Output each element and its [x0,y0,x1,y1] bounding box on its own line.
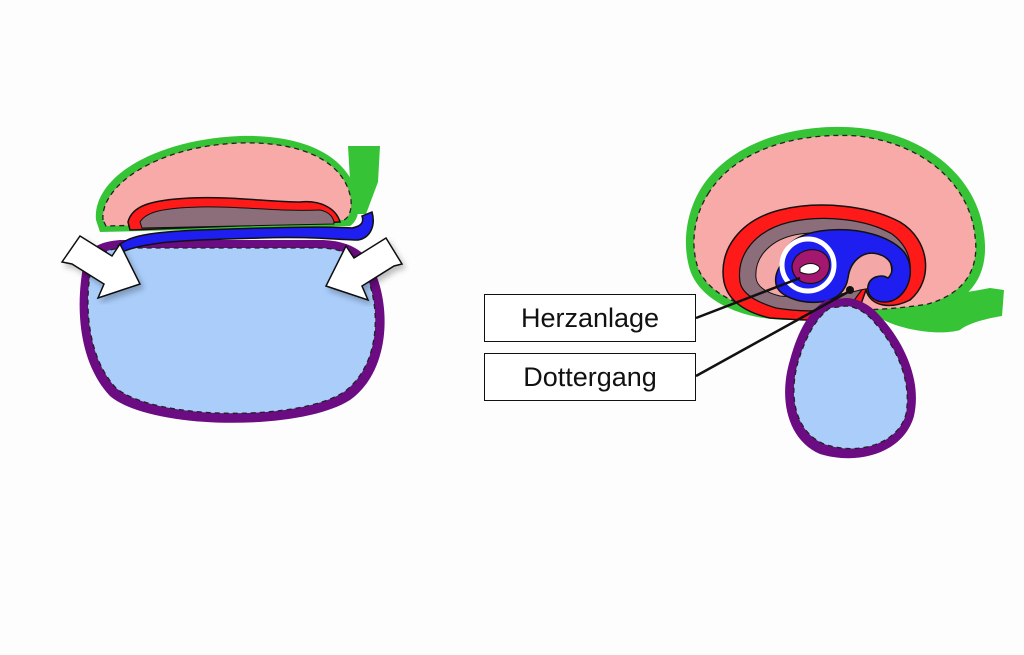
right-fold-arrow-icon [324,236,404,302]
dottergang-leader-line [695,290,849,378]
right-yolk-sac [793,305,908,450]
right-embryo [685,126,1004,459]
left-yolk-sac [87,247,376,414]
herzanlage-highlight-ring [779,236,837,294]
left-embryo-core [139,206,335,229]
herzanlage-label: Herzanlage [484,294,696,342]
left-endoderm-layer [117,210,374,253]
herzanlage-leader-line [695,276,801,320]
dottergang-label: Dottergang [484,353,696,401]
left-fold-arrow-icon [60,234,142,300]
right-heart-detail [799,263,821,275]
left-embryo [60,135,404,423]
